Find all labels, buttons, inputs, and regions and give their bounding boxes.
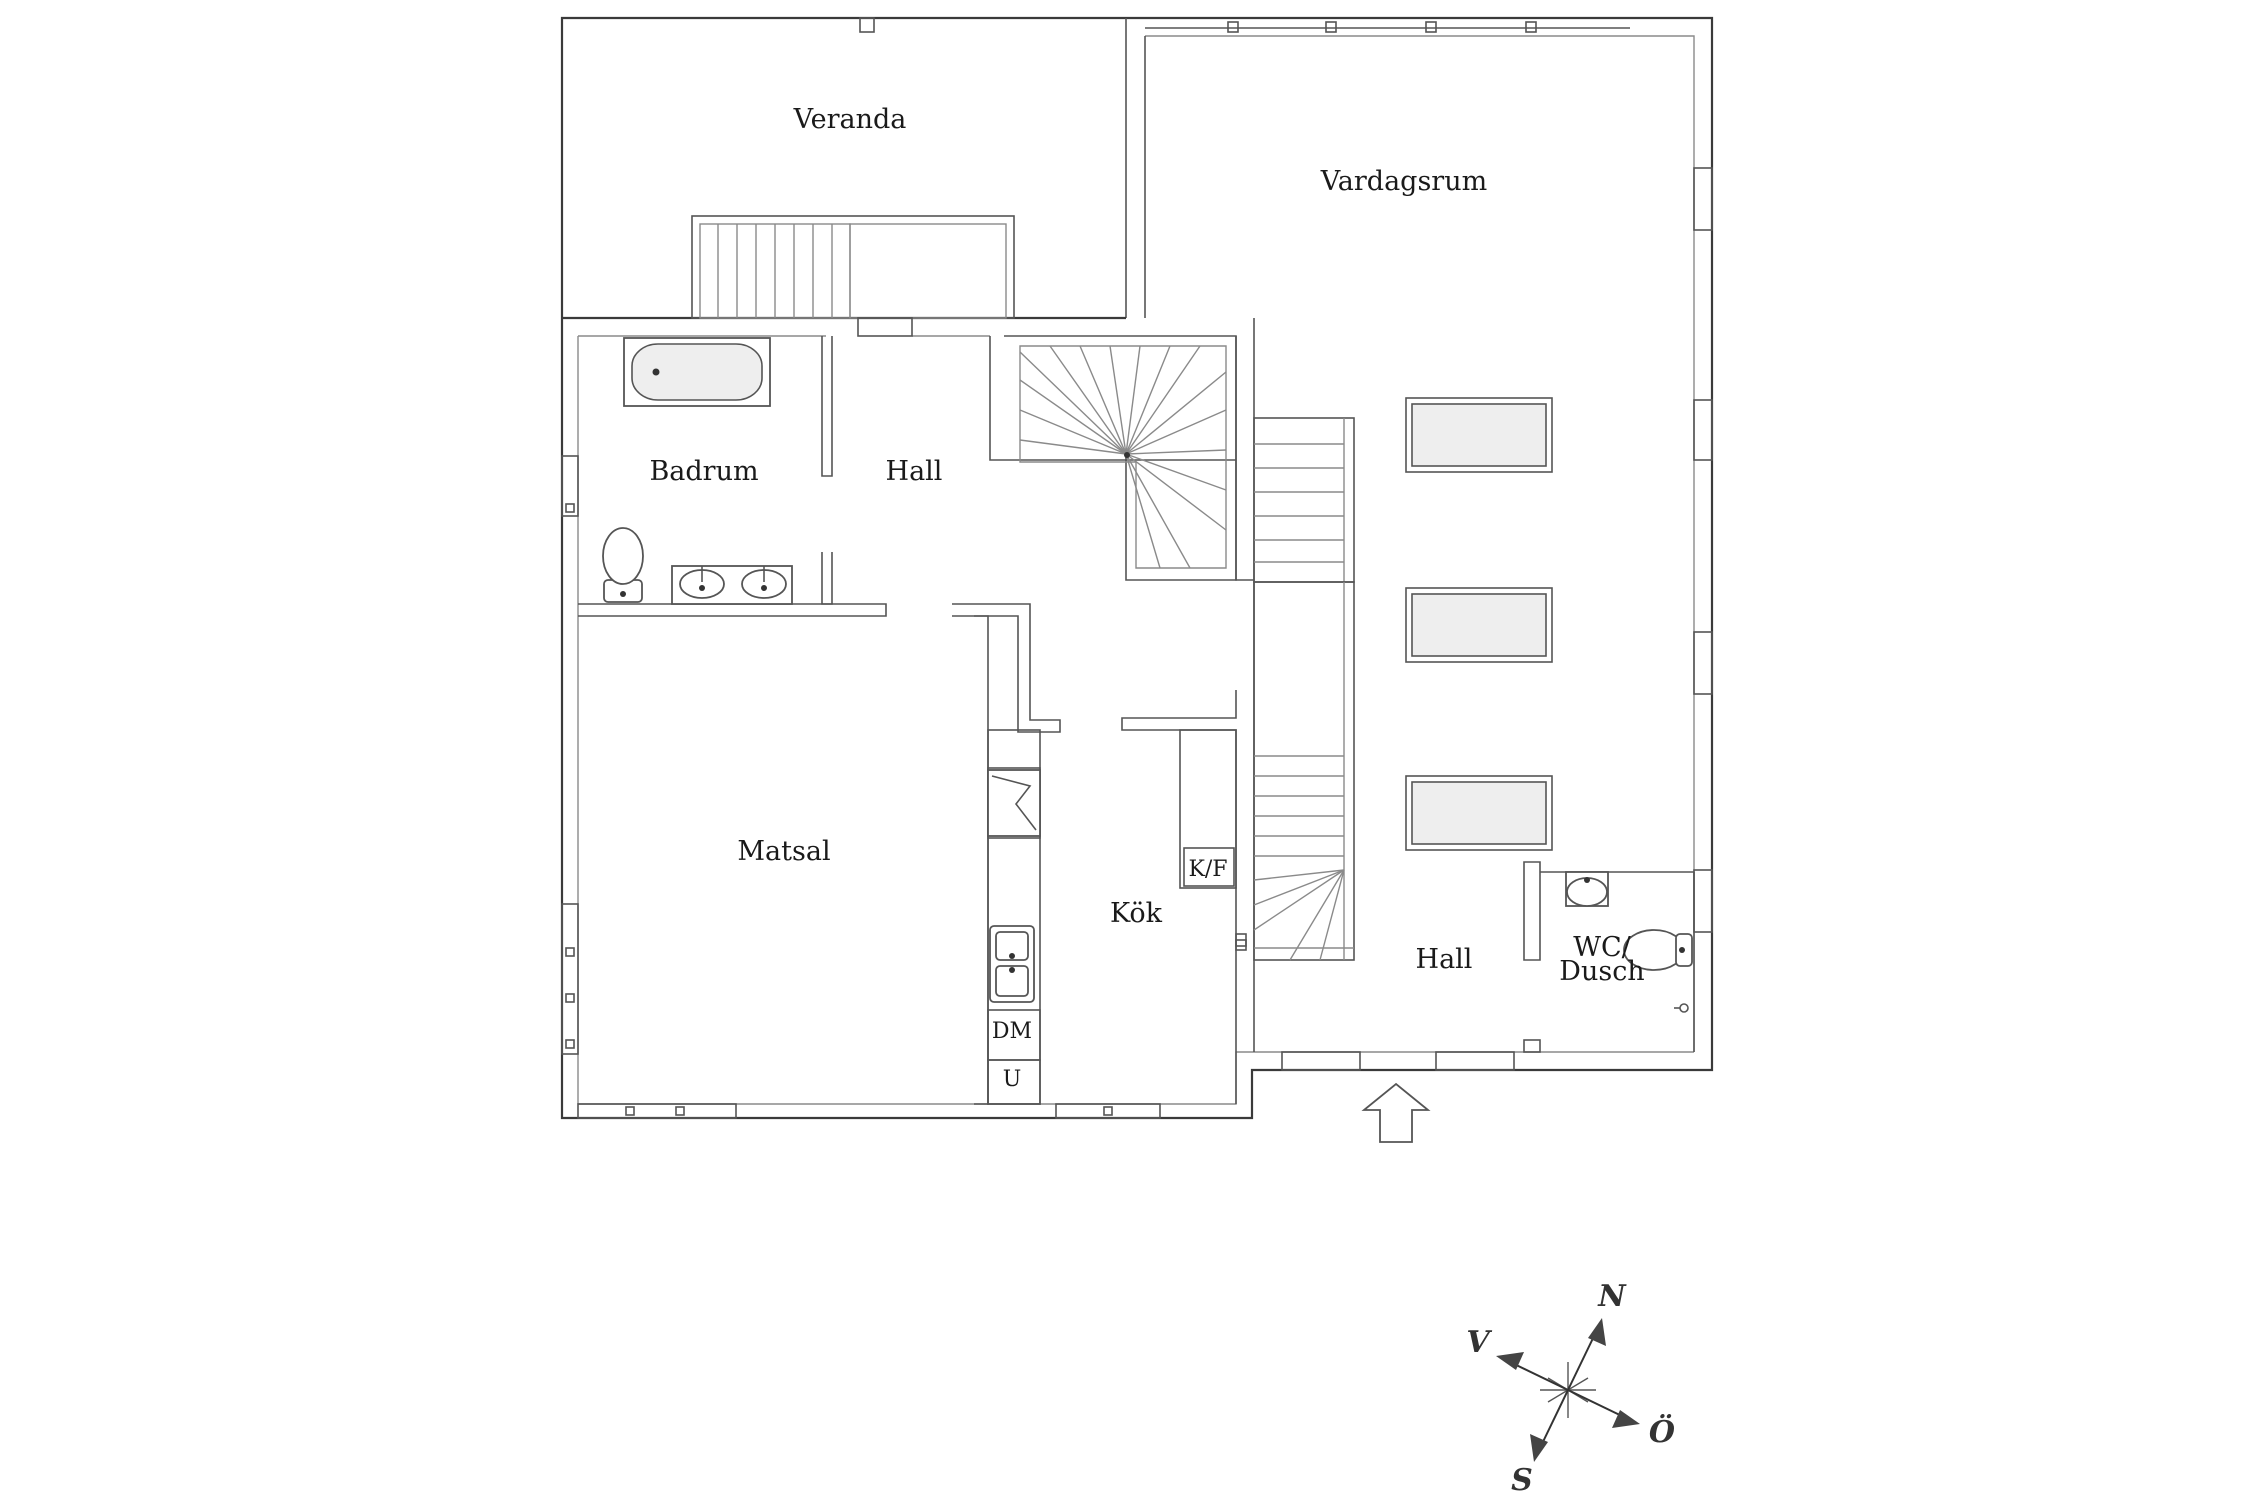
wc-sink: [1565, 871, 1609, 907]
room-label-kok: Kök: [1110, 898, 1163, 929]
fixture-label-fridge-freezer: K/F: [1188, 857, 1227, 882]
compass-letter-west: V: [1466, 1325, 1492, 1360]
room-label-wc-line2: Dusch: [1559, 956, 1644, 987]
compass-rose: N S V Ö: [1466, 1279, 1675, 1498]
straight-stairs-lower: [1253, 581, 1355, 961]
toilet-bathroom: [602, 527, 644, 603]
compass-letter-north: N: [1597, 1279, 1627, 1314]
kitchen-sink: [989, 925, 1035, 1003]
bathtub: [623, 337, 771, 407]
windows-top: [859, 17, 1630, 33]
skylights: [1405, 397, 1553, 851]
compass-north-shaft: [1567, 1331, 1597, 1391]
stove: [987, 769, 1041, 837]
veranda-steps: [691, 215, 1015, 319]
windows-left: [561, 455, 579, 1055]
compass-north-arrow-icon: [1588, 1318, 1606, 1346]
spiral-staircase: [1004, 335, 1237, 581]
compass-letter-east: Ö: [1649, 1413, 1675, 1450]
compass-east-arrow-icon: [1612, 1410, 1640, 1428]
windows-right: [1693, 167, 1713, 933]
compass-south-arrow-icon: [1530, 1434, 1548, 1462]
room-label-matsal: Matsal: [737, 836, 830, 867]
door-markers: [857, 317, 1247, 951]
compass-east-shaft: [1567, 1389, 1627, 1419]
windows-bottom: [577, 1051, 1515, 1119]
compass-west-shaft: [1509, 1361, 1569, 1391]
room-label-hall-upper: Hall: [886, 456, 943, 487]
room-label-hall-lower: Hall: [1416, 944, 1473, 975]
fixture-label-oven: U: [1003, 1067, 1022, 1092]
compass-south-shaft: [1539, 1389, 1569, 1449]
fixture-label-dishwasher: DM: [992, 1019, 1032, 1044]
straight-stairs-upper: [1253, 417, 1355, 583]
shower-drain-icon: [1674, 1003, 1689, 1013]
room-label-vardagsrum: Vardagsrum: [1320, 166, 1487, 197]
room-label-wc-line1: WC/: [1573, 932, 1631, 963]
room-label-badrum: Badrum: [649, 456, 758, 487]
room-label-veranda: Veranda: [793, 104, 907, 135]
compass-letter-south: S: [1511, 1463, 1533, 1498]
entrance-arrow-icon: [1361, 1082, 1431, 1143]
wc-toilet: [1623, 929, 1693, 971]
compass-west-arrow-icon: [1496, 1352, 1524, 1370]
double-sink: [671, 565, 793, 605]
